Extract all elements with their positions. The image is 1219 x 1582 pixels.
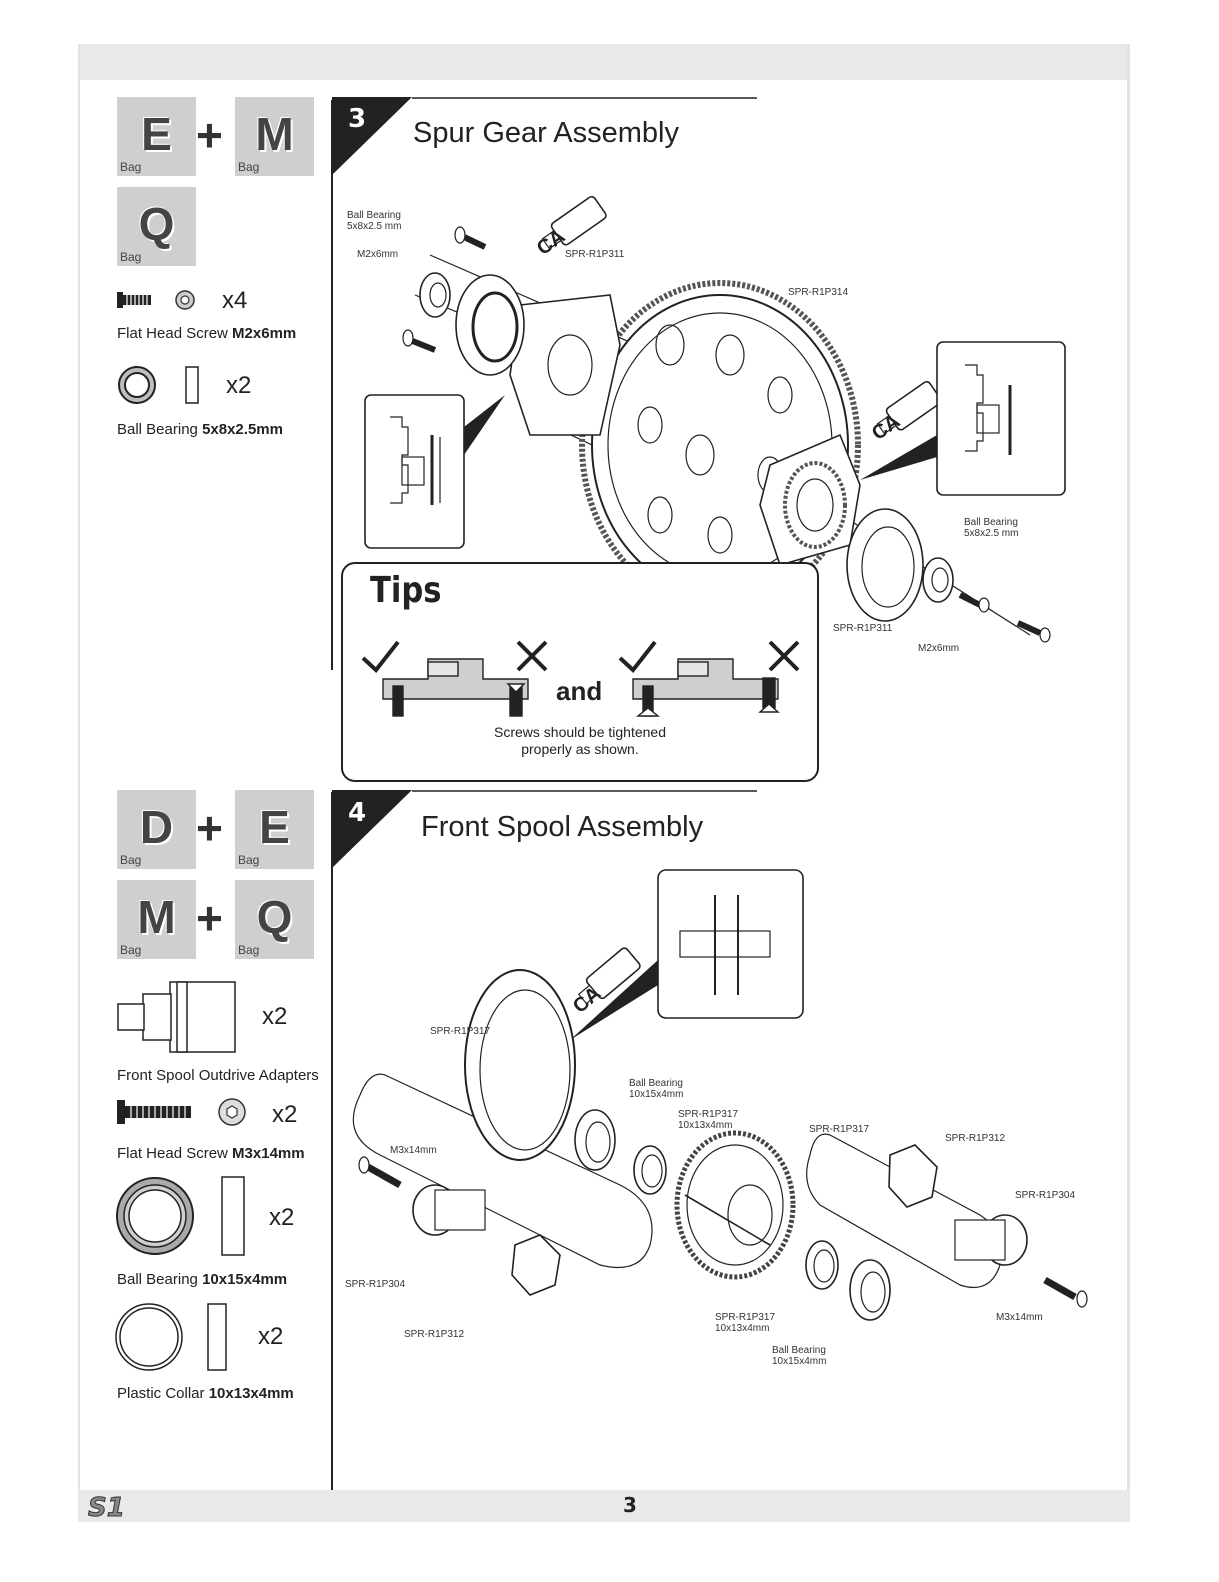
part-size: M2x6mm (232, 325, 297, 342)
callout-hub-bottom: SPR-R1P311 (833, 623, 893, 634)
callout-spur: SPR-R1P314 (788, 287, 849, 298)
tips-and: and (556, 676, 603, 706)
part-name: Plastic Collar (117, 1385, 205, 1402)
part-name: Flat Head Screw (117, 1145, 228, 1162)
bag-letter: Q (256, 891, 293, 943)
bearing-5x8-icon (118, 366, 199, 404)
caption-screw: Flat Head Screw M2x6mm (117, 325, 296, 342)
callout-p304-left: SPR-R1P304 (345, 1279, 406, 1290)
bag-label: Bag (120, 853, 142, 867)
bearing-10x15-icon (116, 1176, 245, 1256)
divider-step3 (331, 100, 333, 670)
part-name: Front Spool Outdrive Adapters (117, 1067, 319, 1084)
callout-screw-top: M2x6mm (357, 249, 399, 260)
bag-letter: M (137, 891, 176, 943)
part-size: 5x8x2.5mm (202, 421, 283, 438)
bag-d: D Bag (117, 790, 196, 869)
bag-letter: Q (138, 198, 175, 250)
bag-letter: E (259, 801, 290, 853)
callout-hub-top: SPR-R1P311 (565, 249, 625, 260)
callout-p312-left: SPR-R1P312 (404, 1329, 465, 1340)
step4-number: 4 (348, 798, 367, 828)
bag-letter: D (139, 801, 174, 853)
plus-icon: + (196, 109, 223, 161)
svg-text:S1: S1 (88, 1494, 125, 1520)
callout-p317-top: SPR-R1P317 (430, 1026, 491, 1037)
bag-letter: E (141, 108, 172, 160)
bag-label: Bag (120, 160, 142, 174)
outdrive-adapter-icon (117, 981, 236, 1053)
tips-box: Tips and Screws should be tightened prop… (341, 562, 819, 782)
callout-p312-right: SPR-R1P312 (945, 1133, 1006, 1144)
bag-q: Q Bag (117, 187, 196, 266)
check-icon (618, 640, 657, 673)
part-name: Ball Bearing (117, 421, 198, 438)
bag-e: E Bag (235, 790, 314, 869)
bag-m: M Bag (117, 880, 196, 959)
spur-gear-diagram: CA CA (364, 195, 1066, 643)
qty-bearing: x2 (226, 372, 252, 399)
caption-bearing: Ball Bearing 10x15x4mm (117, 1271, 287, 1288)
tips-illustration (361, 640, 800, 717)
plus-icon: + (196, 892, 223, 944)
step3-title: Spur Gear Assembly (413, 117, 679, 149)
bag-label: Bag (238, 853, 260, 867)
qty-screw: x4 (222, 287, 248, 314)
part-size: 10x15x4mm (202, 1271, 288, 1288)
qty-adapter: x2 (262, 1003, 288, 1030)
callout-p304-right: SPR-R1P304 (1015, 1190, 1076, 1201)
tips-text: Screws should be tightened properly as s… (494, 724, 666, 757)
bottom-bar (78, 1490, 1130, 1522)
bag-label: Bag (120, 250, 142, 264)
step4-title: Front Spool Assembly (421, 811, 704, 843)
page-number: 3 (623, 1493, 637, 1517)
callout-screw-right: M3x14mm (996, 1312, 1043, 1323)
step4-header-corner (332, 790, 757, 868)
qty-screw: x2 (272, 1101, 298, 1128)
part-name: Flat Head Screw (117, 325, 228, 342)
caption-collar: Plastic Collar 10x13x4mm (117, 1385, 294, 1402)
caption-screw: Flat Head Screw M3x14mm (117, 1145, 305, 1162)
tips-title: Tips (370, 570, 442, 611)
check-icon (361, 640, 400, 673)
step3-number: 3 (348, 104, 367, 134)
part-size: 10x13x4mm (208, 1385, 294, 1402)
screw-m2x6-icon (117, 290, 195, 310)
front-spool-diagram: CA (352, 869, 1088, 1321)
bag-m: M Bag (235, 97, 314, 176)
qty-collar: x2 (258, 1323, 284, 1350)
screw-m3x14-icon (117, 1098, 246, 1126)
part-name: Ball Bearing (117, 1271, 198, 1288)
bag-q: Q Bag (235, 880, 314, 959)
callout-screw-bottom: M2x6mm (918, 643, 960, 654)
bag-label: Bag (238, 943, 260, 957)
caption-bearing: Ball Bearing 5x8x2.5mm (117, 421, 283, 438)
bag-label: Bag (120, 943, 142, 957)
callout-screw-left: M3x14mm (390, 1145, 437, 1156)
frame-left (78, 44, 80, 1522)
step3-header-corner (332, 97, 757, 175)
divider-step4 (331, 792, 333, 1490)
part-size: M3x14mm (232, 1145, 305, 1162)
plus-icon: + (196, 802, 223, 854)
qty-bearing: x2 (269, 1204, 295, 1231)
plastic-collar-icon (115, 1303, 227, 1371)
caption-adapter: Front Spool Outdrive Adapters (117, 1067, 319, 1084)
top-bar (78, 44, 1130, 80)
bag-e: E Bag (117, 97, 196, 176)
frame-right (1127, 44, 1130, 1522)
bag-label: Bag (238, 160, 260, 174)
bag-letter: M (255, 108, 294, 160)
s1-logo: S1 (88, 1494, 126, 1520)
callout-spool: SPR-R1P317 (809, 1124, 870, 1135)
